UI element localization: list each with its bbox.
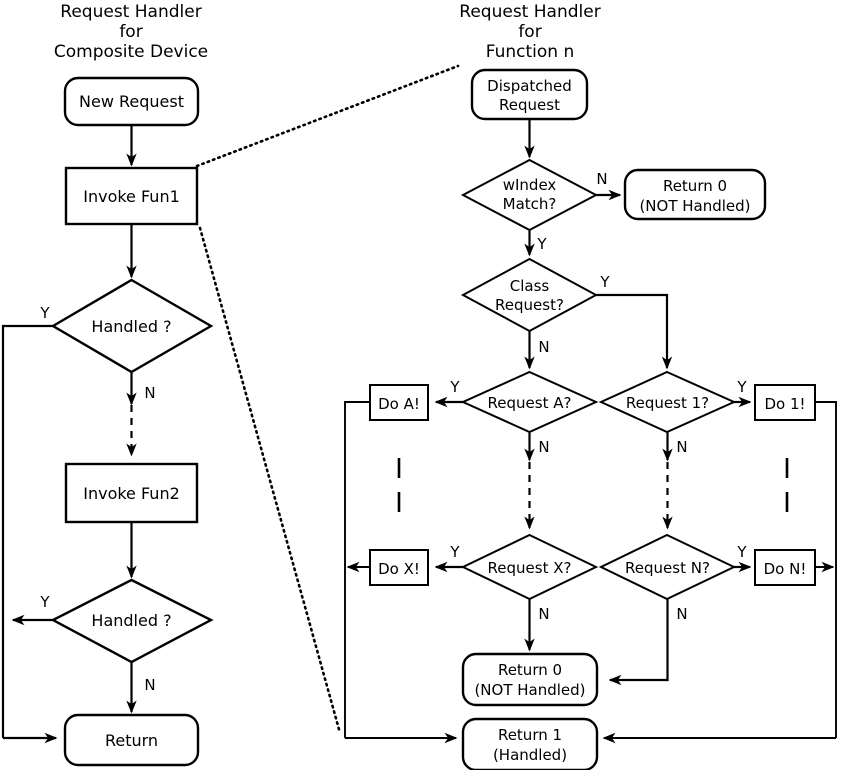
node-return0-bottom-line2: (NOT Handled) — [474, 681, 585, 699]
title-left-line2: for — [119, 22, 142, 42]
edge-doa-to-left-rail — [344, 401, 370, 738]
node-request-a-label: Request A? — [488, 394, 572, 412]
node-request-n-label: Request N? — [625, 559, 710, 577]
edge-class-yes-to-request1 — [596, 293, 673, 370]
title-right: Request Handler for Function n — [459, 2, 600, 62]
node-windex-match-line2: Match? — [503, 195, 557, 213]
node-do-a — [369, 384, 429, 421]
node-invoke-fun2-label: Invoke Fun2 — [83, 484, 180, 503]
title-right-line1: Request Handler — [459, 2, 600, 22]
node-dispatched-request-line1: Dispatched — [487, 77, 572, 95]
label-class-yes: Y — [599, 273, 610, 291]
title-left: Request Handler for Composite Device — [54, 2, 208, 62]
node-return1-line1: Return 1 — [498, 726, 562, 744]
node-new-request-label: New Request — [79, 92, 184, 111]
node-return-label: Return — [105, 731, 158, 750]
label-request-x-no: N — [538, 605, 549, 623]
node-windex-match-line1: wIndex — [503, 176, 557, 194]
label-request-n-yes: Y — [736, 543, 747, 561]
node-class-request-line2: Request? — [495, 296, 564, 314]
node-return — [63, 713, 200, 767]
node-request-x-label: Request X? — [488, 559, 572, 577]
label-class-no: N — [538, 338, 549, 356]
node-return1-line2: (Handled) — [493, 746, 567, 764]
label-handled2-no: N — [144, 676, 155, 694]
title-right-line2: for — [518, 22, 541, 42]
expansion-connector-bottom — [198, 226, 342, 735]
label-windex-no: N — [596, 170, 607, 188]
title-left-line1: Request Handler — [60, 2, 201, 22]
edge-do1-to-right-rail — [815, 401, 837, 738]
title-left-line3: Composite Device — [54, 42, 208, 62]
node-do-x-label: Do X! — [378, 560, 420, 578]
label-request-x-yes: Y — [449, 543, 460, 561]
label-request-a-no: N — [538, 438, 549, 456]
node-return0-top-line1: Return 0 — [663, 177, 727, 195]
node-dispatched-request-line2: Request — [499, 96, 560, 114]
label-handled1-yes: Y — [39, 304, 50, 322]
node-return1 — [461, 717, 599, 770]
node-class-request — [460, 257, 599, 333]
node-return0-top — [623, 168, 767, 221]
label-request-1-no: N — [676, 438, 687, 456]
edge-requestn-no-to-return0 — [608, 599, 669, 686]
label-handled2-yes: Y — [39, 593, 50, 611]
node-do-n-label: Do N! — [764, 560, 807, 578]
label-request-1-yes: Y — [736, 378, 747, 396]
label-windex-yes: Y — [536, 235, 547, 253]
node-invoke-fun1-label: Invoke Fun1 — [83, 187, 180, 206]
node-do-1-label: Do 1! — [764, 395, 805, 413]
node-invoke-fun1 — [64, 166, 199, 226]
edge-handled1-yes-to-rail — [1, 324, 53, 738]
node-do-x — [369, 549, 429, 586]
node-class-request-line1: Class — [510, 277, 550, 295]
label-request-n-no: N — [676, 605, 687, 623]
node-invoke-fun2 — [64, 462, 199, 524]
node-handled-1-label: Handled ? — [91, 317, 171, 336]
node-return0-bottom — [461, 652, 599, 707]
expansion-connector-top — [195, 64, 460, 168]
node-request-1-label: Request 1? — [626, 394, 709, 412]
node-handled-2-label: Handled ? — [91, 611, 171, 630]
label-request-a-yes: Y — [449, 378, 460, 396]
node-return0-top-line2: (NOT Handled) — [639, 197, 750, 215]
node-return0-bottom-line1: Return 0 — [498, 661, 562, 679]
label-handled1-no: N — [144, 384, 155, 402]
title-right-line3: Function n — [486, 42, 575, 62]
node-do-a-label: Do A! — [378, 395, 420, 413]
